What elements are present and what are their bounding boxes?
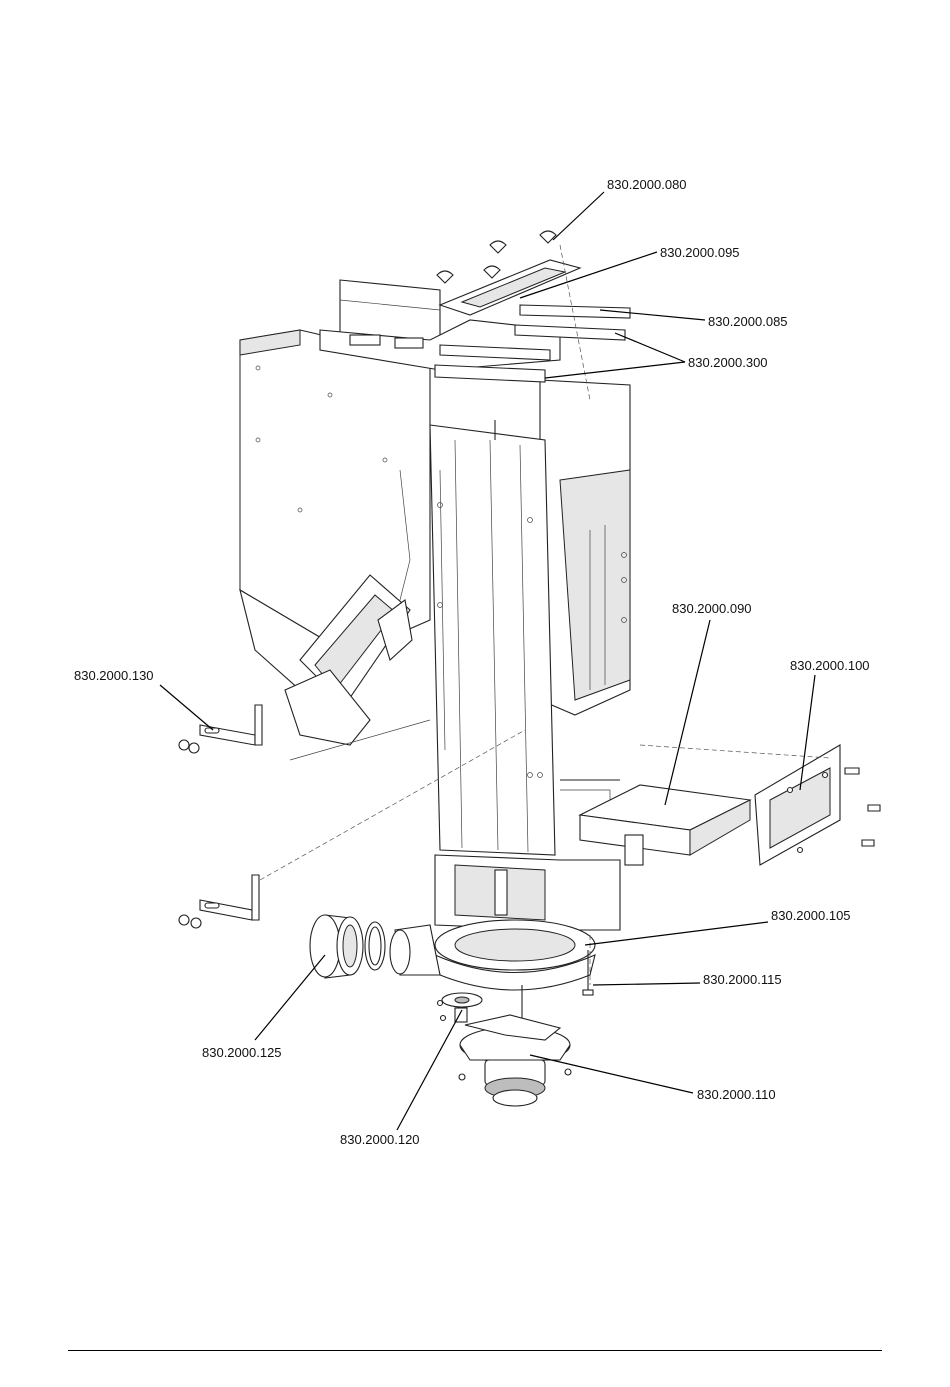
footer-rule: [68, 1350, 882, 1351]
leader-090: [665, 620, 710, 805]
tube-and-ring: [310, 915, 385, 978]
callout-label: 830.2000.130: [74, 668, 154, 683]
rear-body: [540, 380, 630, 715]
side-cover: [755, 745, 880, 865]
callout-label: 830.2000.095: [660, 245, 740, 260]
leader-080: [553, 192, 604, 240]
leader-125: [255, 955, 325, 1040]
tray: [580, 785, 750, 865]
callout-label: 830.2000.125: [202, 1045, 282, 1060]
callout-label: 830.2000.100: [790, 658, 870, 673]
bracket-lower: [179, 875, 259, 928]
callout-label: 830.2000.300: [688, 355, 768, 370]
callout-label: 830.2000.115: [703, 972, 782, 987]
callout-label: 830.2000.085: [708, 314, 788, 329]
callout-label: 830.2000.080: [607, 177, 687, 192]
callout-label: 830.2000.105: [771, 908, 851, 923]
callout-label: 830.2000.120: [340, 1132, 420, 1147]
leader-115: [593, 983, 700, 985]
leader-120: [397, 1010, 462, 1130]
leader-300b: [545, 362, 685, 378]
leader-130: [160, 685, 213, 730]
callout-label: 830.2000.110: [697, 1087, 776, 1102]
leader-300a: [615, 333, 685, 362]
main-column: [430, 420, 555, 855]
fan-housing: [390, 920, 595, 1025]
callout-label: 830.2000.090: [672, 601, 752, 616]
leader-110: [530, 1055, 693, 1093]
shaft-seal: [438, 993, 483, 1022]
